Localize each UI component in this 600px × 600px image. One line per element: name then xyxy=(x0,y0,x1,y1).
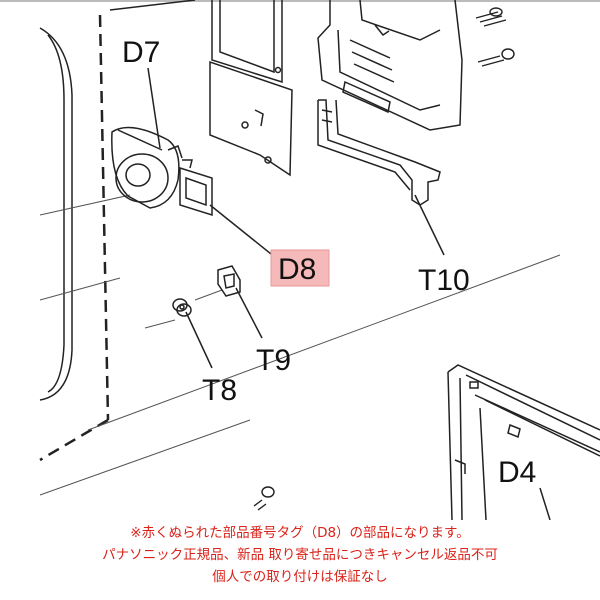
parts-exploded-diagram: D7 D8 T10 T9 T8 D4 xyxy=(0,0,600,520)
screw-top-1 xyxy=(475,7,507,27)
guide-lines xyxy=(39,194,561,496)
d8-highlight-box xyxy=(270,249,330,287)
part-t8-bushing xyxy=(172,298,192,317)
screw-bottom xyxy=(253,486,275,511)
notice-line-2: パナソニック正規品、新品 取り寄せ品につきキャンセル返品不可 xyxy=(102,547,498,563)
label-t10: T10 xyxy=(418,264,470,297)
bracket-assembly xyxy=(317,0,463,131)
notice-line-3: 個人での取り付けは保証なし xyxy=(212,569,388,585)
housing-panel-left xyxy=(39,0,196,462)
notice-line-1: ※赤くぬられた部品番号タグ（D8）の部品になります。 xyxy=(130,525,470,541)
control-board xyxy=(209,0,293,177)
label-t9: T9 xyxy=(256,344,291,377)
door-frame-lower-right xyxy=(447,364,600,520)
part-t10-harness xyxy=(317,99,441,206)
leader-lines xyxy=(147,67,551,520)
label-d7: D7 xyxy=(122,36,160,69)
screw-top-2 xyxy=(477,48,515,67)
notice-text: ※赤くぬられた部品番号タグ（D8）の部品になります。 パナソニック正規品、新品 … xyxy=(0,522,600,588)
label-t8: T8 xyxy=(202,374,237,407)
part-t9-clip xyxy=(217,265,241,297)
part-d8-switch xyxy=(179,159,213,217)
label-d4: D4 xyxy=(498,456,536,489)
part-d7-fan-motor xyxy=(111,126,183,209)
label-d8: D8 xyxy=(278,253,316,286)
